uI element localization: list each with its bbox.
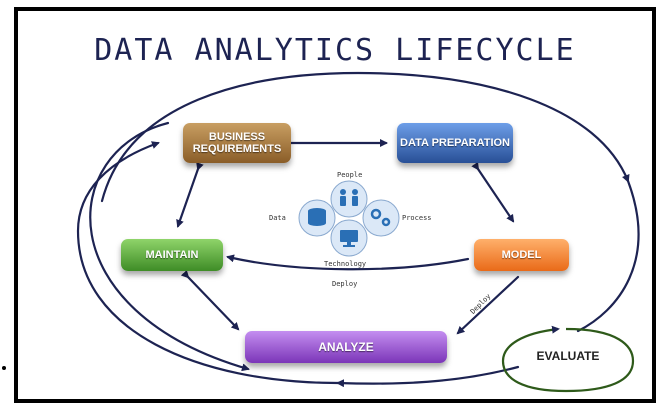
database-icon [308,208,326,226]
analyze-box: ANALYZE [245,331,447,363]
outer-right-arc [576,179,640,333]
center-cluster [298,180,400,257]
evaluate-loop [501,325,635,393]
stray-dot [2,366,6,370]
diagram-title: DATA ANALYTICS LIFECYCLE [94,33,576,68]
evaluate-label: EVALUATE [536,349,600,363]
monitor-icon [340,230,358,247]
maintain-box: MAINTAIN [121,239,223,271]
data-label: Data [269,214,286,222]
process-label: Process [402,214,432,222]
process-circle [362,199,400,237]
technology-label: Technology [324,260,367,268]
outer-loop-arrow [89,121,250,372]
arrow-model-maintain [226,254,470,271]
arrow-model-analyze [456,275,520,335]
outer-bottom-arc [336,365,520,388]
diagram-frame: DATA ANALYTICS LIFECYCLE BUSINESS REQUIR… [14,7,656,403]
arrow-maintain-analyze [180,269,240,331]
model-box: MODEL [474,239,569,271]
outer-top-arc [100,71,630,203]
people-label: People [337,171,363,179]
data-preparation-box: DATA PREPARATION [397,123,513,163]
people-icon [340,189,358,206]
arrow-business-maintain [176,162,204,228]
outer-left-arc [76,141,340,385]
deploy-label: Deploy [332,280,358,288]
people-circle [330,180,368,218]
gears-icon [370,208,391,227]
business-requirements-box: BUSINESS REQUIREMENTS [183,123,291,163]
arrow-prep-model [471,161,515,223]
lifecycle-art [76,71,640,393]
